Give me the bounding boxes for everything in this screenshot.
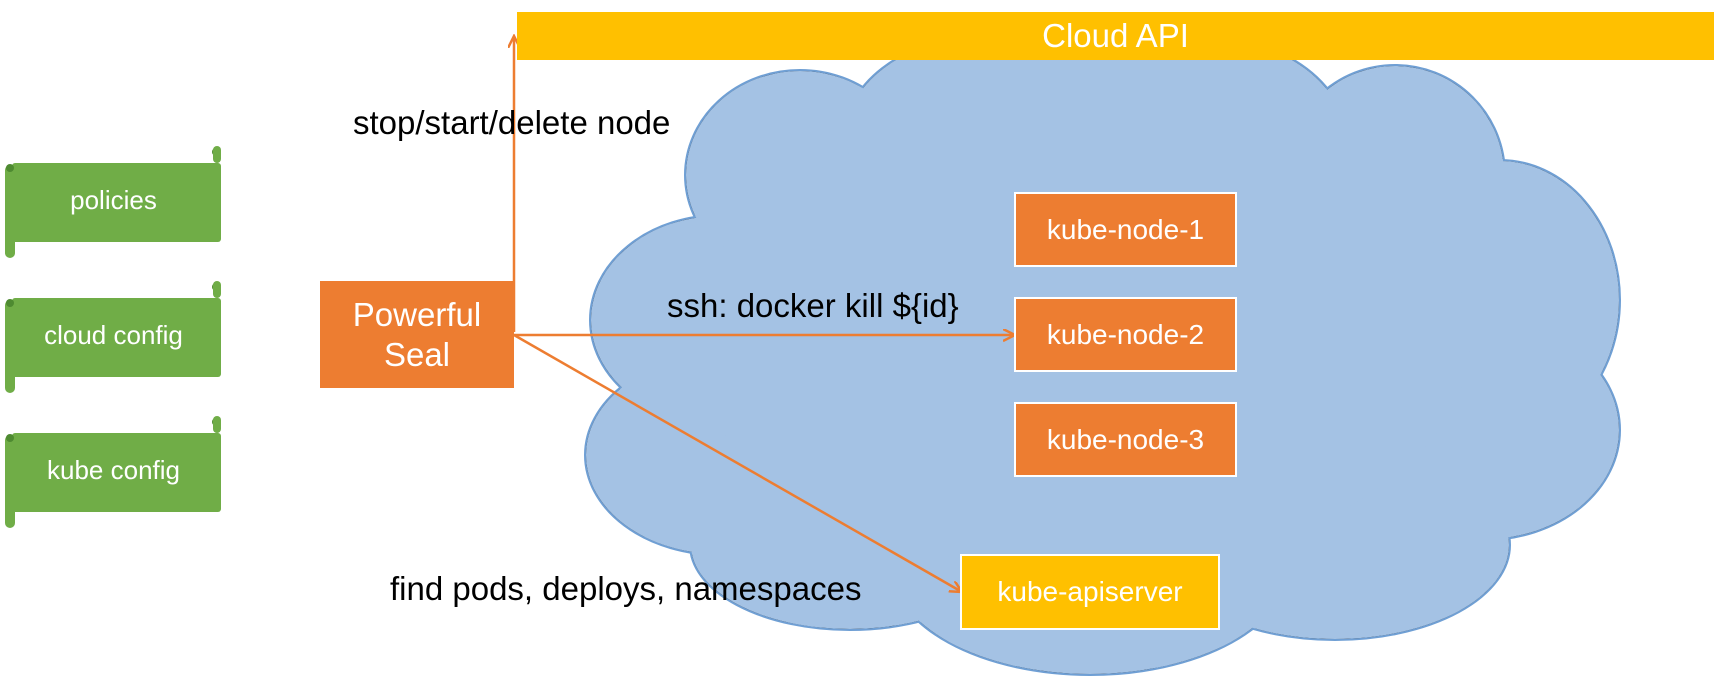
kube-node-2-box: kube-node-2: [1014, 297, 1237, 372]
cloud-api-label: Cloud API: [1042, 17, 1189, 54]
kube-apiserver-label: kube-apiserver: [997, 576, 1183, 607]
kube-node-1-label: kube-node-1: [1046, 213, 1205, 245]
powerful-seal-box: Powerful Seal: [320, 281, 514, 388]
kube-node-3-box: kube-node-3: [1014, 402, 1237, 477]
kube-apiserver-box: kube-apiserver: [960, 554, 1220, 630]
config-label-kube-config: kube config: [47, 455, 180, 485]
scroll-icon-policies: [5, 146, 221, 258]
config-label-cloud-config: cloud config: [44, 320, 183, 350]
edge-label-ssh-docker-kill: ssh: docker kill ${id}: [667, 287, 959, 324]
powerful-seal-line1: Powerful: [352, 295, 482, 333]
kube-node-1-box: kube-node-1: [1014, 192, 1237, 267]
edge-label-stop-start-delete: stop/start/delete node: [353, 104, 671, 141]
config-label-policies: policies: [70, 185, 157, 215]
powerful-seal-line2: Seal: [383, 335, 451, 373]
cloud-api-bar: Cloud API: [517, 12, 1714, 60]
kube-node-2-label: kube-node-2: [1046, 318, 1205, 350]
edge-label-find-pods: find pods, deploys, namespaces: [390, 570, 862, 607]
scroll-icon-kube-config: [5, 416, 221, 528]
edge-seal-to-apiserver: [513, 333, 962, 592]
scroll-icon-cloud-config: [5, 281, 221, 393]
kube-node-3-label: kube-node-3: [1046, 423, 1205, 455]
